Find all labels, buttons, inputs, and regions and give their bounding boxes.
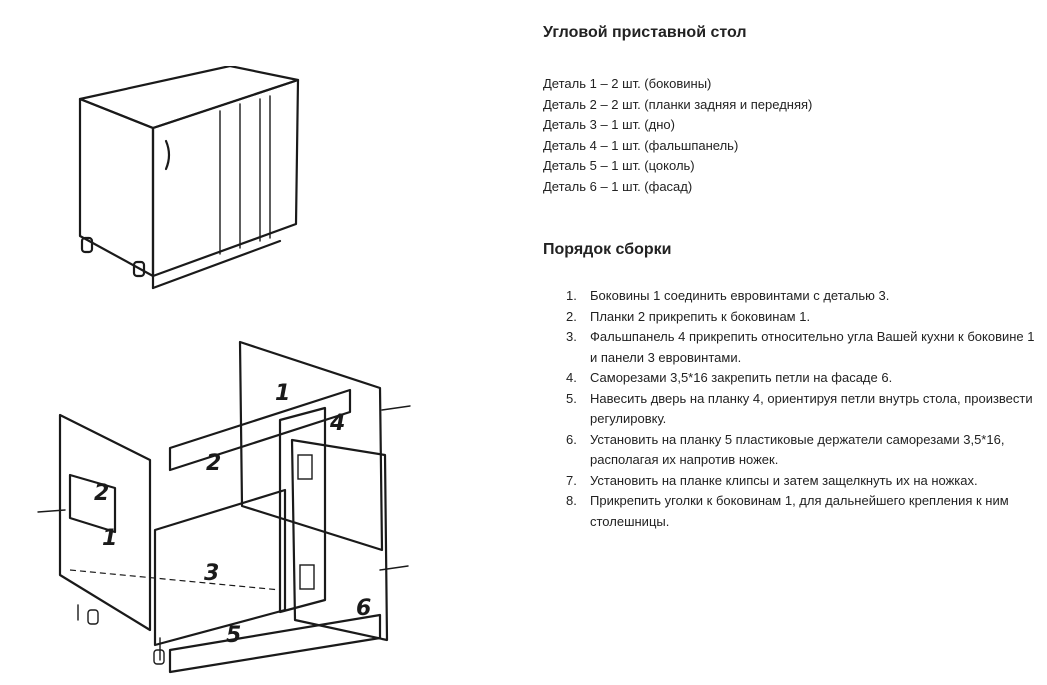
parts-list: Деталь 1 – 2 шт. (боковины) Деталь 2 – 2… [543,74,812,197]
part-label-3: 3 [204,561,219,586]
part-label-1-back: 1 [275,381,290,406]
step-text: Навесить дверь на планку 4, ориентируя п… [590,390,1033,427]
step-text: Установить на планку 5 пластиковые держа… [590,431,1005,468]
part-label-2-front: 2 [94,481,109,506]
part-item: Деталь 3 – 1 шт. (дно) [543,117,675,132]
step-item: 8. Прикрепить уголки к боковинам 1, для д… [566,491,1042,532]
step-number: 8. [566,493,577,508]
step-text: Установить на планке клипсы и затем заще… [590,472,978,488]
step-item: 4. Саморезами 3,5*16 закрепить петли на ф… [566,368,1042,389]
step-number: 4. [566,370,577,385]
part-item: Деталь 5 – 1 шт. (цоколь) [543,158,695,173]
step-text: Фальшпанель 4 прикрепить относительно уг… [590,329,1035,365]
step-number: 6. [566,431,577,447]
step-number: 5. [566,390,577,406]
part-label-2-back: 2 [206,451,221,476]
step-text: Саморезами 3,5*16 закрепить петли на фас… [590,370,893,385]
step-text: Боковины 1 соединить евровинтами с детал… [590,288,890,303]
step-item: 2. Планки 2 прикрепить к боковинам 1. [566,307,1042,328]
exploded-assembly-drawing: 1 2 2 1 3 4 6 5 [37,340,411,674]
part-label-1-left: 1 [102,526,117,551]
step-item: 7. Установить на планке клипсы и затем за… [566,471,1042,492]
step-number: 2. [566,308,577,324]
assembly-steps-list: 1. Боковины 1 соединить евровинтами с дет… [566,286,1042,532]
part-item: Деталь 6 – 1 шт. (фасад) [543,178,693,194]
step-text: Прикрепить уголки к боковинам 1, для дал… [590,493,1009,529]
step-number: 1. [566,288,577,303]
part-label-6: 6 [356,596,371,621]
step-number: 7. [566,472,577,488]
assembled-cabinet-drawing [78,66,300,290]
step-item: 5. Навесить дверь на планку 4, ориентируя… [566,389,1042,430]
part-item: Деталь 2 – 2 шт. (планки задняя и передн… [543,96,813,112]
assembly-heading: Порядок сборки [543,241,672,258]
part-label-5: 5 [226,623,241,648]
step-item: 3. Фальшпанель 4 прикрепить относительно … [566,327,1042,368]
step-number: 3. [566,329,577,344]
part-label-4: 4 [329,411,345,436]
step-item: 6. Установить на планку 5 пластиковые дер… [566,430,1042,471]
part-item: Деталь 1 – 2 шт. (боковины) [543,76,712,91]
step-text: Планки 2 прикрепить к боковинам 1. [590,308,811,324]
page-title: Угловой приставной стол [543,24,747,41]
step-item: 1. Боковины 1 соединить евровинтами с дет… [566,286,1042,307]
part-item: Деталь 4 – 1 шт. (фальшпанель) [543,137,739,153]
